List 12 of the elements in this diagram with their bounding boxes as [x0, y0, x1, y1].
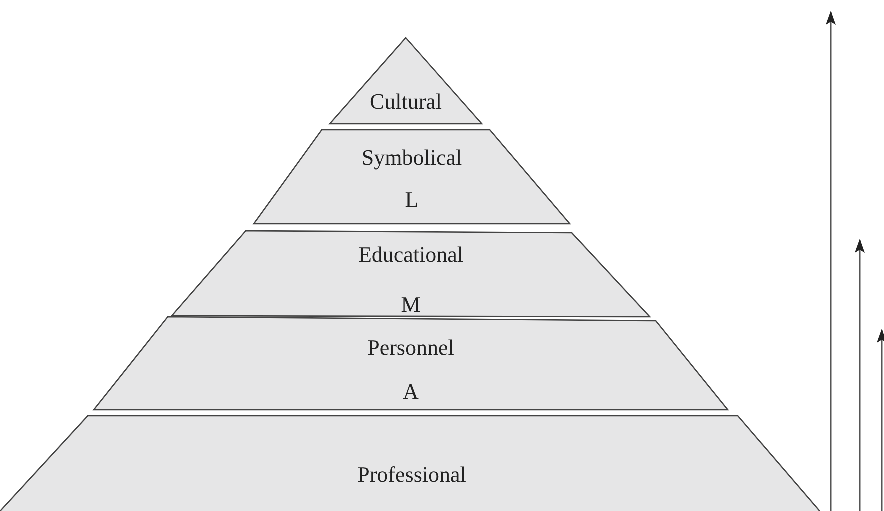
layer-label: Symbolical [362, 146, 462, 170]
level-letter: A [403, 380, 419, 404]
layer-label: Cultural [370, 90, 442, 114]
level-letter: M [401, 293, 421, 317]
pyramid-layer [170, 231, 652, 317]
level-letter: L [405, 188, 419, 212]
pyramid-layer [252, 130, 572, 225]
pyramid-layer [330, 38, 482, 125]
layer-label: Educational [358, 243, 464, 267]
pyramid-layer [92, 317, 730, 412]
layer-label: Professional [358, 463, 466, 487]
layer-label: Personnel [368, 336, 454, 360]
